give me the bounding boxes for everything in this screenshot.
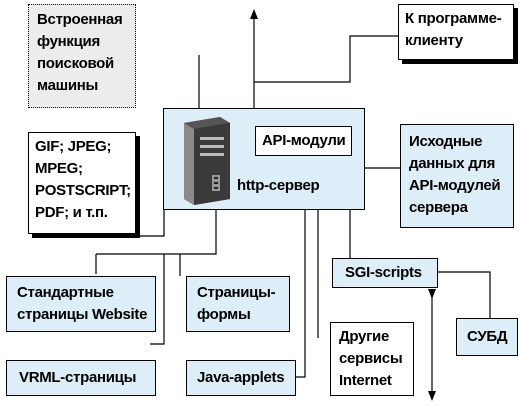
vrml-pages-label: VRML-страницы <box>19 369 137 386</box>
line-to-vrml <box>150 254 165 345</box>
other-line-2: сервисы <box>339 350 403 367</box>
standard-pages-box: Стандартные страницы Website <box>6 276 156 332</box>
other-line-3: Internet <box>339 372 392 389</box>
vrml-pages-box: VRML-страницы <box>6 360 156 396</box>
other-services-box: Другие сервисы Internet <box>330 322 414 396</box>
source-data-box: Исходные данных для API-модулей сервера <box>400 124 514 228</box>
line-to-client <box>254 35 400 83</box>
formats-line-1: GIF; JPEG; <box>35 138 112 155</box>
java-applets-box: Java-applets <box>186 360 296 396</box>
standard-line-2: страницы Website <box>17 306 148 323</box>
dbms-label: СУБД <box>467 328 508 345</box>
search-line-2: функция <box>37 33 100 50</box>
dbms-box: СУБД <box>456 318 518 356</box>
standard-line-1: Стандартные <box>17 284 114 301</box>
client-line-1: К программе- <box>405 10 502 27</box>
file-formats-box: GIF; JPEG; MPEG; POSTSCRIPT; PDF; и т.п. <box>28 132 136 234</box>
source-line-3: API-модулей <box>409 177 501 194</box>
line-to-dbms <box>438 271 491 318</box>
line-to-java <box>296 210 306 378</box>
api-modules-box: API-модули <box>255 126 352 156</box>
api-modules-label: API-модули <box>262 132 346 149</box>
search-engine-box: Встроенная функция поисковой машины <box>28 4 136 108</box>
source-line-2: данных для <box>409 155 496 172</box>
form-pages-box: Страницы- формы <box>186 276 290 332</box>
client-program-box: К программе- клиенту <box>398 4 514 60</box>
search-line-1: Встроенная <box>37 11 123 28</box>
search-line-4: машины <box>37 77 99 94</box>
server-icon <box>184 117 230 205</box>
line-to-formats <box>108 210 165 237</box>
search-line-3: поисковой <box>37 55 114 72</box>
http-server-box: API-модули http-сервер <box>163 108 365 210</box>
source-line-4: сервера <box>409 199 468 216</box>
sgi-scripts-box: SGI-scripts <box>332 258 438 288</box>
sgi-scripts-label: SGI-scripts <box>345 264 422 281</box>
formats-line-3: POSTSCRIPT; <box>35 182 131 199</box>
line-bus-h <box>96 210 217 255</box>
client-line-2: клиенту <box>405 32 463 49</box>
other-line-1: Другие <box>339 328 390 345</box>
java-applets-label: Java-applets <box>197 369 285 386</box>
formats-line-2: MPEG; <box>35 160 83 177</box>
forms-line-2: формы <box>197 306 251 323</box>
forms-line-1: Страницы- <box>197 284 276 301</box>
formats-line-4: PDF; и т.п. <box>35 204 108 221</box>
source-line-1: Исходные <box>409 133 483 150</box>
http-server-label: http-сервер <box>237 177 320 194</box>
